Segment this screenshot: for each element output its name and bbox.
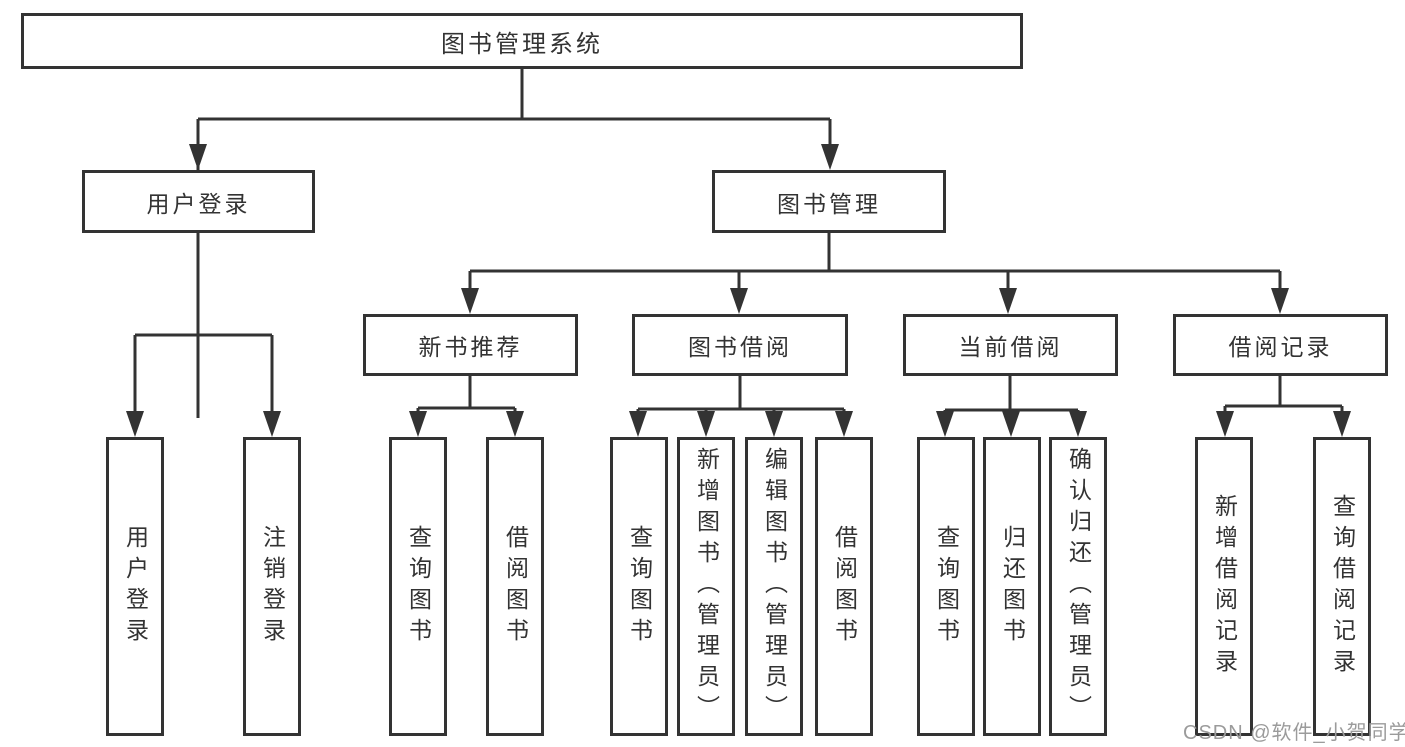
- arrowhead: [506, 411, 524, 437]
- leaf-query-books-current: 查询图书: [917, 437, 975, 736]
- arrowhead: [189, 144, 207, 170]
- leaf-user-login: 用户登录: [106, 437, 164, 736]
- arrowhead: [1333, 411, 1351, 437]
- arrowhead: [1069, 411, 1087, 437]
- arrowhead: [730, 288, 748, 314]
- arrowhead: [936, 411, 954, 437]
- arrowhead: [461, 288, 479, 314]
- leaf-edit-books-admin: 编辑图书（管理员）: [745, 437, 803, 736]
- leaf-borrow-books: 借阅图书: [815, 437, 873, 736]
- arrowhead: [263, 411, 281, 437]
- leaf-query-borrow-record: 查询借阅记录: [1313, 437, 1371, 736]
- arrowhead: [765, 411, 783, 437]
- node-current-borrow: 当前借阅: [903, 314, 1118, 376]
- leaf-return-books: 归还图书: [983, 437, 1041, 736]
- leaf-query-books-newrec: 查询图书: [389, 437, 447, 736]
- node-user-login: 用户登录: [82, 170, 315, 233]
- arrowhead: [697, 411, 715, 437]
- arrowhead: [1002, 411, 1020, 437]
- leaf-add-books-admin: 新增图书（管理员）: [677, 437, 735, 736]
- leaf-query-books-borrow: 查询图书: [610, 437, 668, 736]
- arrowhead: [999, 288, 1017, 314]
- arrowhead: [126, 411, 144, 437]
- node-book-borrow: 图书借阅: [632, 314, 848, 376]
- leaf-add-borrow-record: 新增借阅记录: [1195, 437, 1253, 736]
- arrowhead: [835, 411, 853, 437]
- leaf-borrow-books-newrec: 借阅图书: [486, 437, 544, 736]
- arrowhead: [409, 411, 427, 437]
- node-book-management: 图书管理: [712, 170, 946, 233]
- watermark: CSDN @软件_小贺同学: [1183, 722, 1405, 744]
- node-library-system: 图书管理系统: [21, 13, 1023, 69]
- node-new-book-recommend: 新书推荐: [363, 314, 578, 376]
- arrowhead: [821, 144, 839, 170]
- arrowhead: [629, 411, 647, 437]
- leaf-confirm-return-admin: 确认归还（管理员）: [1049, 437, 1107, 736]
- arrowhead: [1216, 411, 1234, 437]
- leaf-logout: 注销登录: [243, 437, 301, 736]
- arrowheads: [126, 144, 1351, 437]
- arrowhead: [1271, 288, 1289, 314]
- node-borrow-records: 借阅记录: [1173, 314, 1388, 376]
